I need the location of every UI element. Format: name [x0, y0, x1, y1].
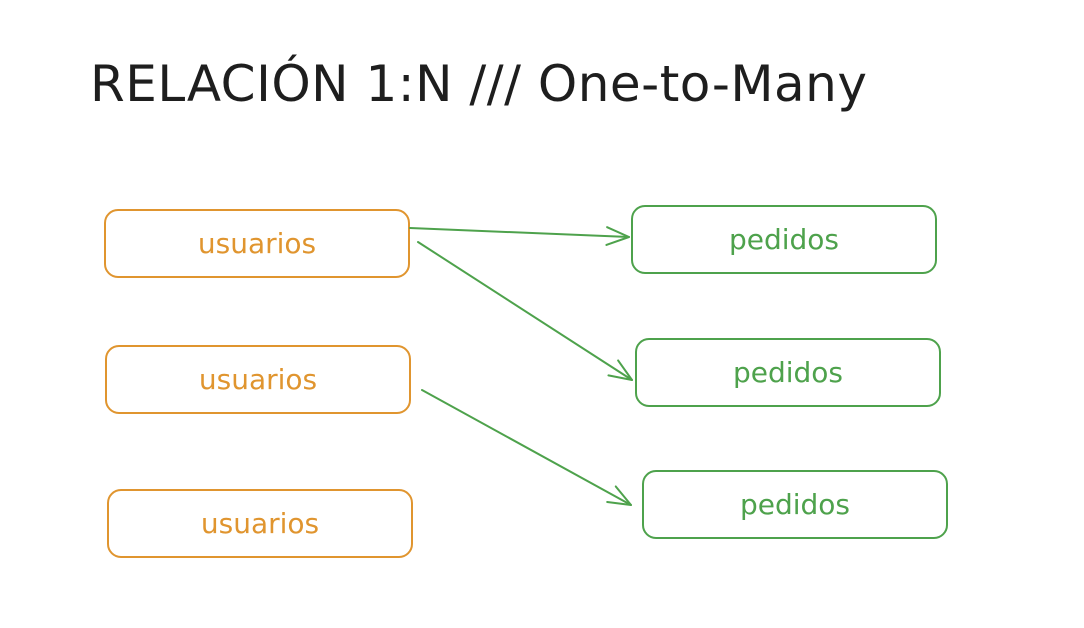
node-pedidos-1[interactable]: pedidos	[631, 205, 937, 274]
edge-u2-p3	[421, 389, 632, 506]
arrowhead-u2-p3	[606, 485, 632, 506]
node-pedidos-3[interactable]: pedidos	[642, 470, 948, 539]
arrowhead-u1-p1	[605, 226, 630, 246]
node-usuarios-3[interactable]: usuarios	[107, 489, 413, 558]
diagram-title: RELACIÓN 1:N /// One-to-Many	[90, 55, 868, 113]
node-usuarios-2[interactable]: usuarios	[105, 345, 411, 414]
edge-u1-p1	[409, 227, 630, 238]
arrowhead-u1-p2	[607, 359, 633, 381]
node-usuarios-1[interactable]: usuarios	[104, 209, 410, 278]
node-pedidos-2[interactable]: pedidos	[635, 338, 941, 407]
edge-u1-p2	[417, 241, 633, 381]
